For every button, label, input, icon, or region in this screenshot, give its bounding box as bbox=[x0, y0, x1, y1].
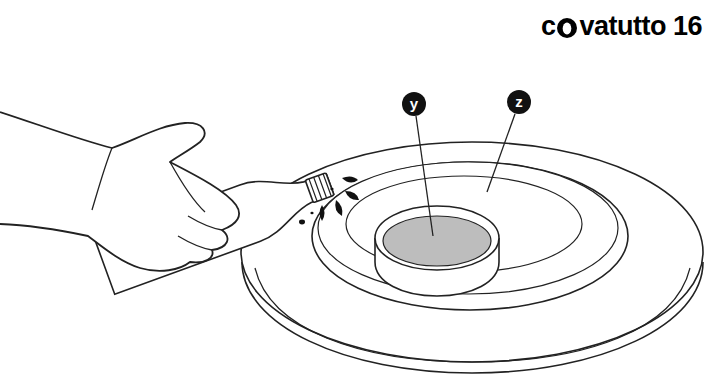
cylinder-top bbox=[375, 206, 499, 270]
egg-icon bbox=[556, 14, 578, 40]
egg-ring bbox=[557, 18, 577, 38]
finger-lines bbox=[92, 148, 222, 250]
brand-logo: c vatutto 16 bbox=[541, 12, 702, 40]
water-drops bbox=[299, 176, 359, 224]
brand-text: vatutto 16 bbox=[579, 13, 702, 40]
callout-letter: z bbox=[507, 90, 531, 114]
outer-ring bbox=[312, 162, 628, 310]
hand bbox=[0, 112, 239, 271]
callout-letter: y bbox=[402, 92, 426, 116]
base-outer-rim bbox=[241, 142, 703, 362]
egg-shape bbox=[563, 23, 572, 35]
brand-text: c bbox=[541, 13, 556, 40]
leader-y bbox=[416, 116, 433, 236]
water-reservoir-y bbox=[383, 216, 491, 266]
leader-z bbox=[487, 114, 515, 192]
leader-lines bbox=[416, 114, 515, 236]
